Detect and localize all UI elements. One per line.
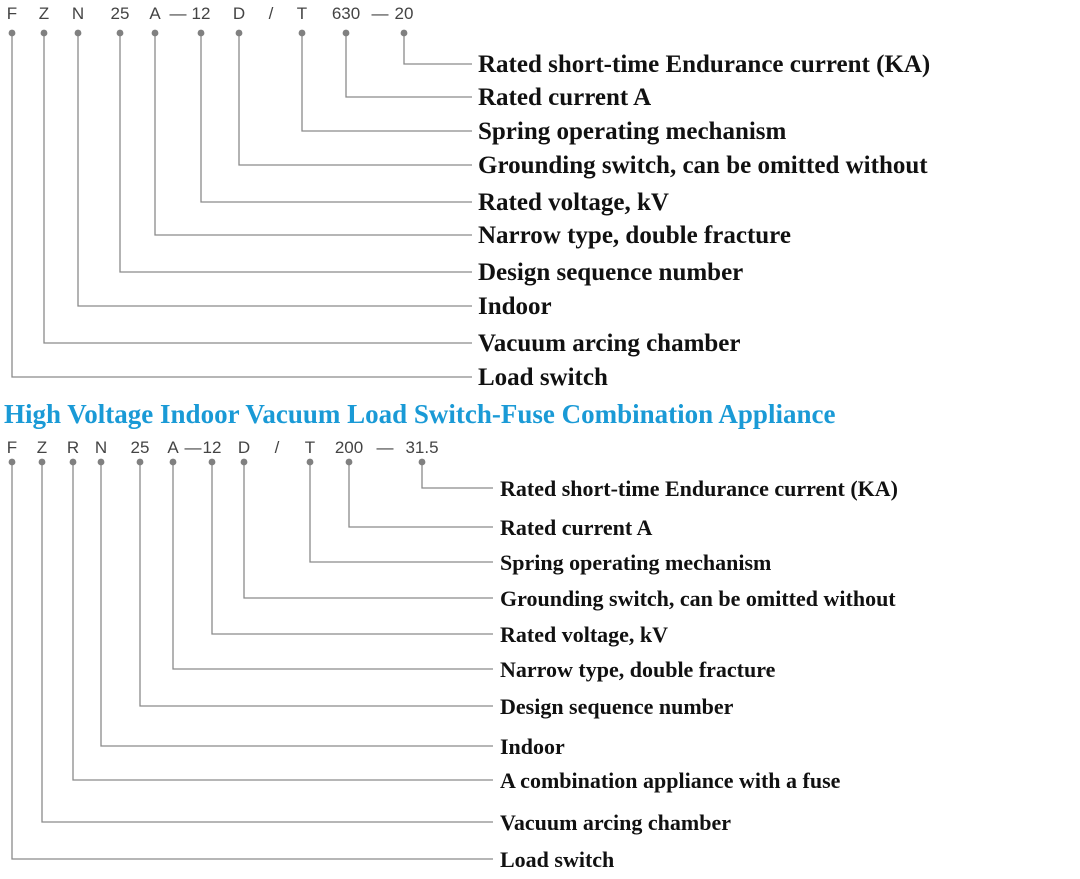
code-char: A <box>167 438 179 457</box>
code-dot <box>8 458 16 466</box>
code-dot <box>97 458 105 466</box>
code-dot <box>40 29 48 37</box>
code-dot <box>342 29 350 37</box>
code-char: T <box>305 438 315 457</box>
leader-line <box>243 464 493 599</box>
code-description: Narrow type, double fracture <box>478 222 791 249</box>
code-char: 25 <box>131 438 150 457</box>
code-description: Load switch <box>500 847 614 872</box>
code-description: Grounding switch, can be omitted without <box>500 586 896 611</box>
code-description: Vacuum arcing chamber <box>500 810 731 835</box>
code-char: 12 <box>203 438 222 457</box>
code-description: Spring operating mechanism <box>478 118 787 145</box>
leader-line <box>345 35 472 98</box>
code-description: Rated short-time Endurance current (KA) <box>478 51 930 78</box>
code-description: Rated voltage, kV <box>500 622 668 647</box>
code-char: T <box>297 4 307 23</box>
leader-line <box>301 35 472 132</box>
leader-line <box>172 464 493 670</box>
code-description: Grounding switch, can be omitted without <box>478 152 928 179</box>
code-description: Vacuum arcing chamber <box>478 330 741 357</box>
code-char: F <box>7 438 17 457</box>
section-heading: High Voltage Indoor Vacuum Load Switch-F… <box>4 399 835 429</box>
code-char: N <box>95 438 107 457</box>
code-dot <box>306 458 314 466</box>
code-char: R <box>67 438 79 457</box>
leader-line <box>238 35 472 166</box>
code-dot <box>69 458 77 466</box>
code-dot <box>38 458 46 466</box>
code-description: Rated short-time Endurance current (KA) <box>500 476 898 501</box>
code-dot <box>197 29 205 37</box>
leader-line <box>100 464 493 747</box>
leader-line <box>139 464 493 707</box>
code-dot <box>235 29 243 37</box>
code-char: Z <box>39 4 49 23</box>
code-char: D <box>233 4 245 23</box>
code-description: Design sequence number <box>478 259 743 286</box>
code-char: 31.5 <box>405 438 438 457</box>
leader-line <box>41 464 493 823</box>
leader-line <box>77 35 472 307</box>
code-char: 630 <box>332 4 360 23</box>
code-dot <box>418 458 426 466</box>
code-char: Z <box>37 438 47 457</box>
leader-line <box>309 464 493 563</box>
code-char: / <box>275 438 280 457</box>
leader-line <box>348 464 493 528</box>
leader-line <box>43 35 472 344</box>
leader-line <box>154 35 472 236</box>
code-description: Rated current A <box>478 84 651 111</box>
code-dot <box>151 29 159 37</box>
code-dot <box>116 29 124 37</box>
code-char: — <box>170 4 187 23</box>
code-description: Indoor <box>500 734 565 759</box>
code-description: A combination appliance with a fuse <box>500 768 841 793</box>
code-dot <box>8 29 16 37</box>
code-dot <box>169 458 177 466</box>
leader-line <box>421 464 493 489</box>
code-description: Load switch <box>478 364 608 391</box>
code-dot <box>74 29 82 37</box>
code-dot <box>400 29 408 37</box>
code-description: Design sequence number <box>500 694 734 719</box>
code-description: Spring operating mechanism <box>500 550 771 575</box>
leader-line <box>200 35 472 203</box>
code-description: Narrow type, double fracture <box>500 657 776 682</box>
code-char: N <box>72 4 84 23</box>
code-char: D <box>238 438 250 457</box>
code-char: / <box>269 4 274 23</box>
leader-line <box>72 464 493 781</box>
code-dot <box>240 458 248 466</box>
code-char: 25 <box>111 4 130 23</box>
leader-line <box>403 35 472 65</box>
leader-line <box>211 464 493 635</box>
code-dot <box>298 29 306 37</box>
code-description: Rated voltage, kV <box>478 189 669 216</box>
code-char: 20 <box>395 4 414 23</box>
code-char: — <box>372 4 389 23</box>
code-char: — <box>185 438 202 457</box>
code-char: — <box>377 438 394 457</box>
code-dot <box>345 458 353 466</box>
code-char: 12 <box>192 4 211 23</box>
code-char: 200 <box>335 438 363 457</box>
code-char: A <box>149 4 161 23</box>
code-description: Indoor <box>478 293 552 320</box>
leader-line <box>11 35 472 378</box>
code-description: Rated current A <box>500 515 652 540</box>
code-dot <box>136 458 144 466</box>
leader-line <box>119 35 472 273</box>
leader-line <box>11 464 493 860</box>
code-char: F <box>7 4 17 23</box>
code-dot <box>208 458 216 466</box>
